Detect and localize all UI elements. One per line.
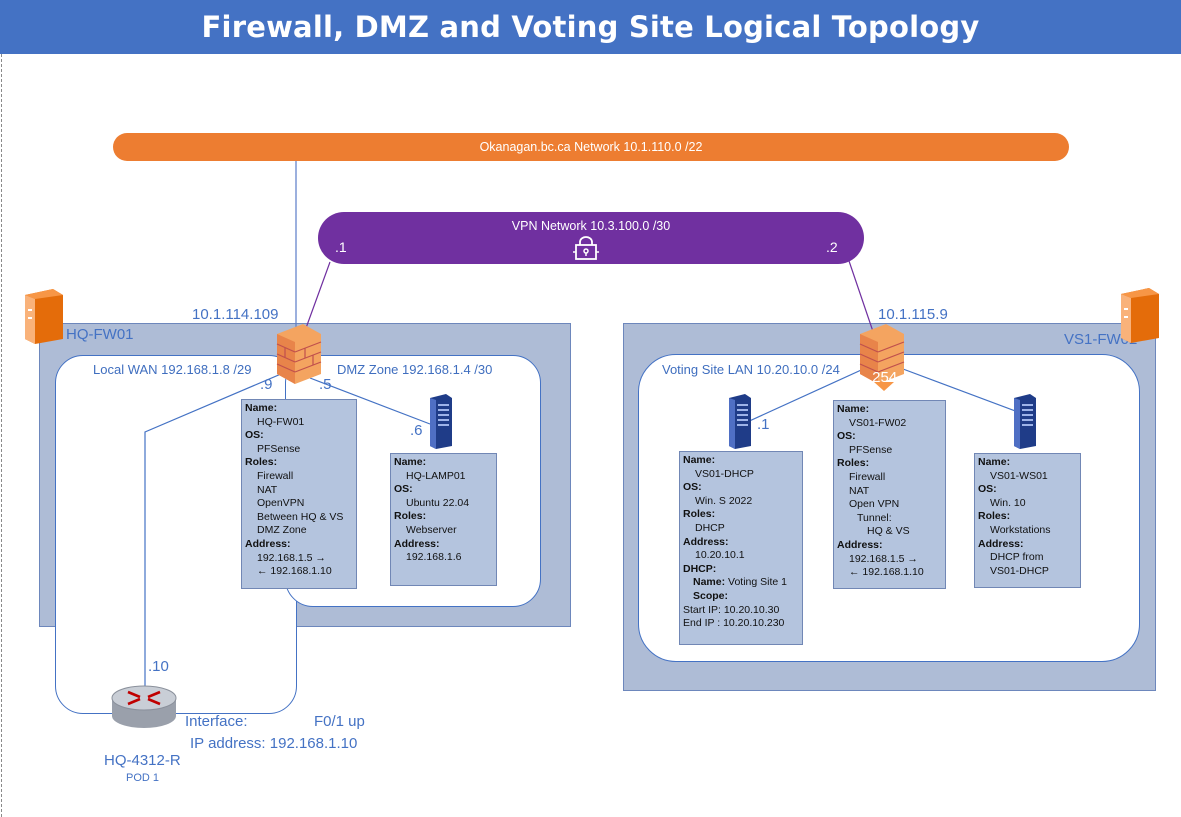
vpn-right-ip: .2 (826, 239, 838, 255)
hq-local-wan-label: Local WAN 192.168.1.8 /29 (93, 362, 252, 377)
vs-dhcp-info-box: Name: VS01-DHCP OS: Win. S 2022 Roles: D… (679, 451, 803, 645)
vs-wan-ip: 10.1.115.9 (878, 306, 948, 323)
page-title: Firewall, DMZ and Voting Site Logical To… (0, 0, 1181, 54)
vs-ws-info-box: Name: VS01-WS01 OS: Win. 10 Roles: Works… (974, 453, 1081, 588)
hq-dmz-zone-label: DMZ Zone 192.168.1.4 /30 (337, 362, 493, 377)
vs-dhcp-ip: .1 (757, 416, 770, 433)
vs-workstation-server-icon (1014, 394, 1036, 449)
vpn-left-ip: .1 (335, 239, 347, 255)
vs-fw-lan-ip: .254 (868, 369, 898, 386)
hq-lamp-info-box: Name: HQ-LAMP01 OS: Ubuntu 22.04 Roles: … (390, 453, 497, 586)
hq-fw-info-box: Name: HQ-FW01 OS: PFSense Roles: Firewal… (241, 399, 357, 589)
vpn-network-bar: VPN Network 10.3.100.0 /30 .1 .2 (318, 212, 864, 264)
hq-lamp-server-icon (430, 394, 452, 449)
router-ip-address: IP address: 192.168.1.10 (190, 735, 358, 752)
hq-computer-icon (25, 289, 63, 344)
hq-lamp-ip: .6 (410, 422, 423, 439)
hq-panel-label: HQ-FW01 (66, 326, 134, 343)
hq-firewall-icon (276, 324, 322, 384)
router-name: HQ-4312-R (104, 752, 181, 769)
vs-firewall-icon (859, 324, 905, 391)
hq-wan-ip: 10.1.114.109 (192, 306, 279, 323)
okanagan-network-bar: Okanagan.bc.ca Network 10.1.110.0 /22 (113, 133, 1069, 161)
router-icon (111, 685, 177, 728)
router-pod: POD 1 (126, 772, 160, 784)
vs-lan-label: Voting Site LAN 10.20.10.0 /24 (662, 362, 840, 377)
hq-router-ip: .10 (148, 658, 169, 675)
vpn-network-label: VPN Network 10.3.100.0 /30 (511, 219, 671, 233)
vs-fw-info-box: Name: VS01-FW02 OS: PFSense Roles: Firew… (833, 400, 946, 589)
vs-dhcp-server-icon (729, 394, 751, 449)
hq-fw-wan-ip: .9 (260, 376, 273, 393)
router-interface-status: F0/1 up (314, 713, 365, 730)
vs-computer-icon (1121, 288, 1159, 343)
lock-icon (573, 236, 599, 260)
hq-fw-dmz-ip: .5 (319, 376, 332, 393)
vs-panel-label: VS1-FW02 (1064, 331, 1138, 348)
page-border (1, 54, 2, 817)
router-interface-label: Interface: (185, 713, 248, 730)
